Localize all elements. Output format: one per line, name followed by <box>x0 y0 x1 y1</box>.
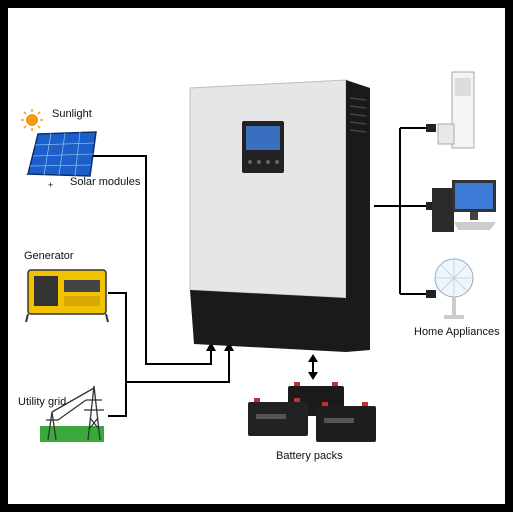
minus-sign: - <box>26 169 29 179</box>
gen-grid-wire <box>108 292 127 417</box>
wiring <box>90 127 428 417</box>
arrow-up-icon <box>308 354 318 362</box>
arrow-up-icon <box>224 342 234 351</box>
sun-icon <box>21 109 43 131</box>
utility-tower-icon <box>40 385 104 442</box>
lcd-screen <box>246 126 280 150</box>
source-wire <box>126 350 230 383</box>
generator-icon <box>25 269 109 323</box>
arrows <box>206 342 318 380</box>
refrigerator-icon <box>437 71 475 149</box>
plug-icon <box>426 202 436 210</box>
diagram-canvas: Sunlight Solar modules - + Generator Uti… <box>8 8 505 504</box>
solar-wire <box>90 155 212 365</box>
battery-packs-label: Battery packs <box>276 450 343 462</box>
solar-modules-label: Solar modules <box>70 176 141 188</box>
plug-icon <box>426 290 436 298</box>
computer-icon <box>432 180 496 232</box>
inverter-unit <box>189 79 370 352</box>
fan-icon <box>434 258 474 319</box>
home-appliances-label: Home Appliances <box>414 326 500 338</box>
plug-icon <box>426 124 436 132</box>
plus-sign: + <box>48 180 54 190</box>
generator-label: Generator <box>24 250 74 262</box>
utility-grid-label: Utility grid <box>18 396 67 408</box>
arrow-up-icon <box>206 342 216 351</box>
arrow-down-icon <box>308 372 318 380</box>
system-diagram <box>21 71 496 442</box>
sunlight-label: Sunlight <box>52 108 92 120</box>
solar-panel-icon <box>27 131 97 177</box>
battery-packs-icon <box>248 382 376 442</box>
plugs <box>426 124 436 298</box>
